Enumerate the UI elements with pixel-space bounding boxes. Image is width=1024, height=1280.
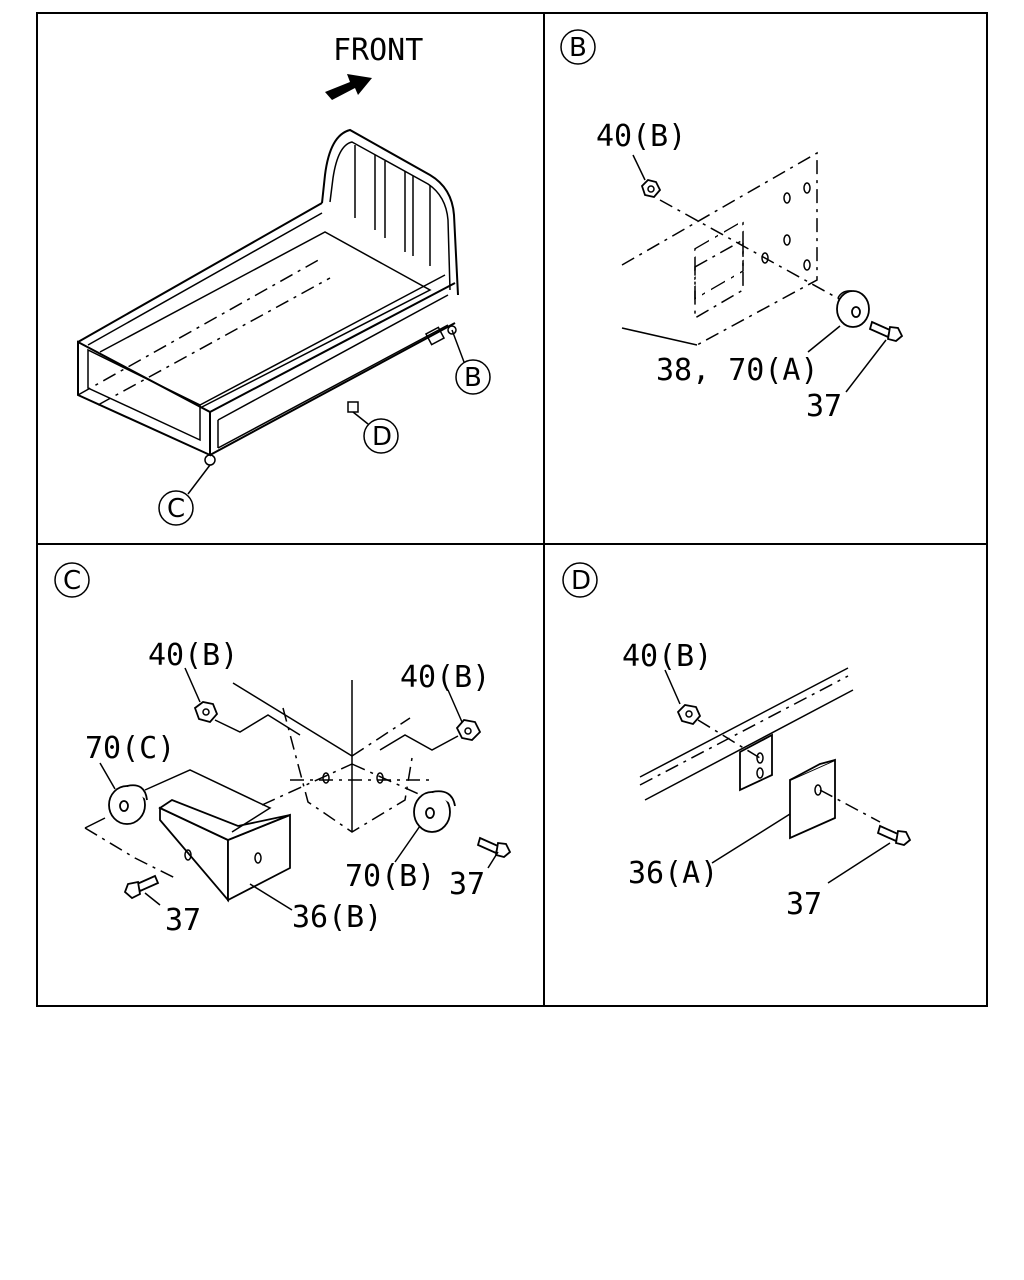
panel-c-title: C	[54, 562, 90, 598]
truck-bed-drawing	[77, 128, 459, 466]
label-36a: 36(A)	[628, 856, 718, 891]
label-40b-right: 40(B)	[400, 660, 490, 695]
svg-text:D: D	[372, 422, 392, 452]
front-arrow-icon	[325, 74, 372, 100]
bolt-37-icon	[868, 320, 904, 342]
label-37: 37	[786, 887, 822, 922]
svg-text:C: C	[167, 494, 185, 524]
bolt-37-icon	[876, 824, 912, 846]
bolt-37-left-icon	[123, 874, 160, 900]
panel-main: FRONT	[77, 33, 491, 526]
nut-40b-icon	[676, 704, 702, 726]
nut-40b-right-icon	[455, 719, 482, 741]
panel-b: B 40(B) 38, 7	[560, 29, 904, 424]
label-40b: 40(B)	[596, 119, 686, 154]
callout-b[interactable]: B	[455, 359, 491, 395]
svg-text:B: B	[464, 363, 482, 393]
panel-d: D 40(B) 36(A) 37	[562, 562, 912, 922]
rubber-70b-icon	[413, 790, 456, 833]
nut-40b-icon	[640, 179, 662, 198]
rubber-70c-icon	[108, 784, 148, 825]
front-label: FRONT	[333, 33, 423, 68]
label-40b-left: 40(B)	[148, 638, 238, 673]
nut-40b-left-icon	[193, 701, 219, 724]
pad-36a-icon	[789, 758, 836, 840]
block-36b-icon	[158, 798, 291, 903]
label-70c: 70(C)	[85, 731, 175, 766]
rubber-mount-icon	[836, 290, 870, 328]
label-70b: 70(B)	[345, 859, 435, 894]
callout-c[interactable]: C	[158, 490, 194, 526]
label-40b: 40(B)	[622, 639, 712, 674]
bolt-37-right-icon	[476, 836, 512, 858]
panel-grid	[36, 12, 988, 1007]
panel-b-title: B	[560, 29, 596, 65]
callout-d[interactable]: D	[363, 418, 399, 454]
svg-text:B: B	[569, 33, 587, 63]
svg-text:C: C	[63, 566, 81, 596]
label-36b: 36(B)	[292, 900, 382, 935]
panel-c: C	[54, 562, 512, 938]
label-37-right: 37	[449, 867, 485, 902]
label-37-left: 37	[165, 903, 201, 938]
svg-text:D: D	[571, 566, 591, 596]
label-37: 37	[806, 389, 842, 424]
label-38-70a: 38, 70(A)	[656, 353, 819, 388]
panel-d-title: D	[562, 562, 598, 598]
